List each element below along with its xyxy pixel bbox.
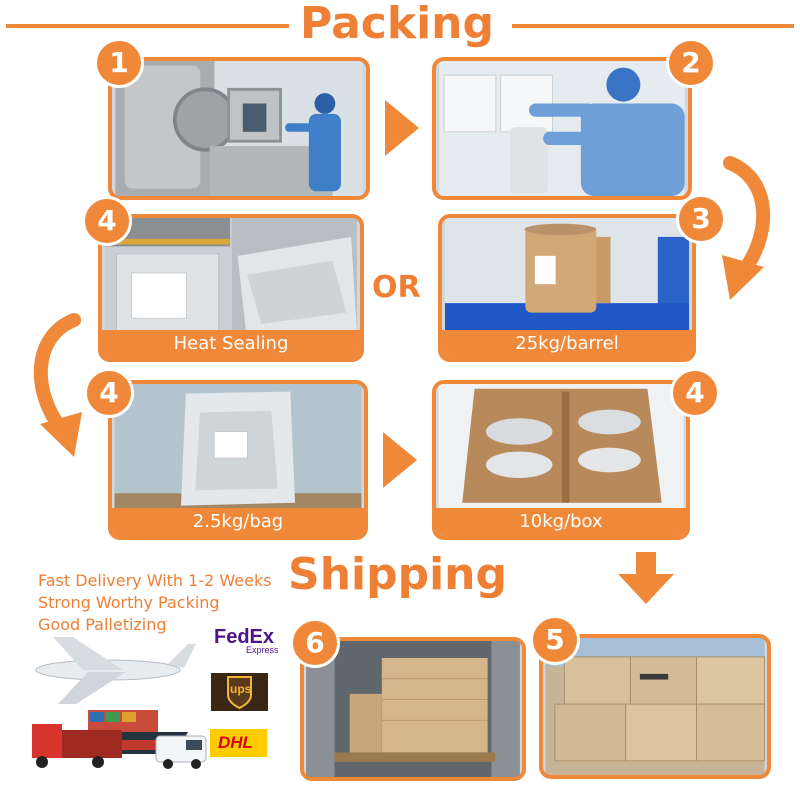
- step-4-box-photo: 10kg/box: [432, 380, 690, 540]
- warehouse-boxes-image: [545, 638, 766, 775]
- carton-box-image: [438, 384, 684, 536]
- step-caption-heat-sealing: Heat Sealing: [102, 330, 360, 358]
- dhl-label: DHL: [218, 733, 253, 752]
- step-2-photo: [432, 57, 692, 200]
- arrow-right-icon-2: [383, 432, 417, 488]
- fedex-logo: FedEx Express: [212, 623, 279, 659]
- truck-icon: [32, 724, 122, 768]
- step-badge-4-box: 4: [670, 368, 720, 418]
- packing-title: Packing: [300, 0, 495, 49]
- container-loading-image: [306, 641, 520, 777]
- curved-arrow-down-left-icon: [33, 313, 82, 457]
- step-badge-4-bag: 4: [84, 368, 134, 418]
- feature-good-palletizing: Good Palletizing: [38, 615, 167, 634]
- header-line-right: [512, 24, 794, 28]
- curved-arrow-down-icon: [722, 156, 771, 300]
- feature-fast-delivery: Fast Delivery With 1-2 Weeks: [38, 571, 272, 590]
- van-icon: [155, 735, 207, 769]
- step-caption-bag: 2.5kg/bag: [112, 508, 364, 536]
- step-5-warehouse-photo: [539, 634, 771, 779]
- svg-text:FedEx: FedEx: [214, 626, 274, 648]
- step-4-heat-sealing-photo: Heat Sealing: [98, 214, 364, 362]
- ups-label: ups: [230, 682, 252, 696]
- shipping-title: Shipping: [288, 549, 507, 600]
- arrow-right-icon: [385, 100, 419, 156]
- worker-scooping-image: [439, 61, 685, 196]
- fedex-logo-icon: FedEx: [214, 626, 274, 648]
- step-6-container-photo: [300, 637, 526, 781]
- ups-logo: ups: [211, 673, 268, 711]
- step-badge-5: 5: [530, 615, 580, 665]
- step-badge-6: 6: [290, 618, 340, 668]
- step-caption-barrel: 25kg/barrel: [442, 330, 692, 358]
- step-1-photo: [108, 57, 370, 200]
- or-label: OR: [372, 270, 421, 305]
- dryer-operator-image: [115, 61, 363, 196]
- feature-strong-packing: Strong Worthy Packing: [38, 593, 220, 612]
- transport-vehicles-image: [32, 637, 207, 769]
- fedex-sub-label: Express: [246, 645, 279, 655]
- step-3-barrel-photo: 25kg/barrel: [438, 214, 696, 362]
- step-caption-box: 10kg/box: [436, 508, 686, 536]
- dhl-logo: DHL: [210, 729, 267, 757]
- airplane-icon: [35, 637, 196, 704]
- arrow-down-icon: [618, 552, 674, 604]
- ups-shield-icon: [227, 676, 252, 710]
- step-4-bag-photo: 2.5kg/bag: [108, 380, 368, 540]
- step-badge-2: 2: [666, 38, 716, 88]
- header-line-left: [6, 24, 289, 28]
- step-badge-4-heat-sealing: 4: [82, 196, 132, 246]
- step-badge-3: 3: [676, 194, 726, 244]
- step-badge-1: 1: [94, 38, 144, 88]
